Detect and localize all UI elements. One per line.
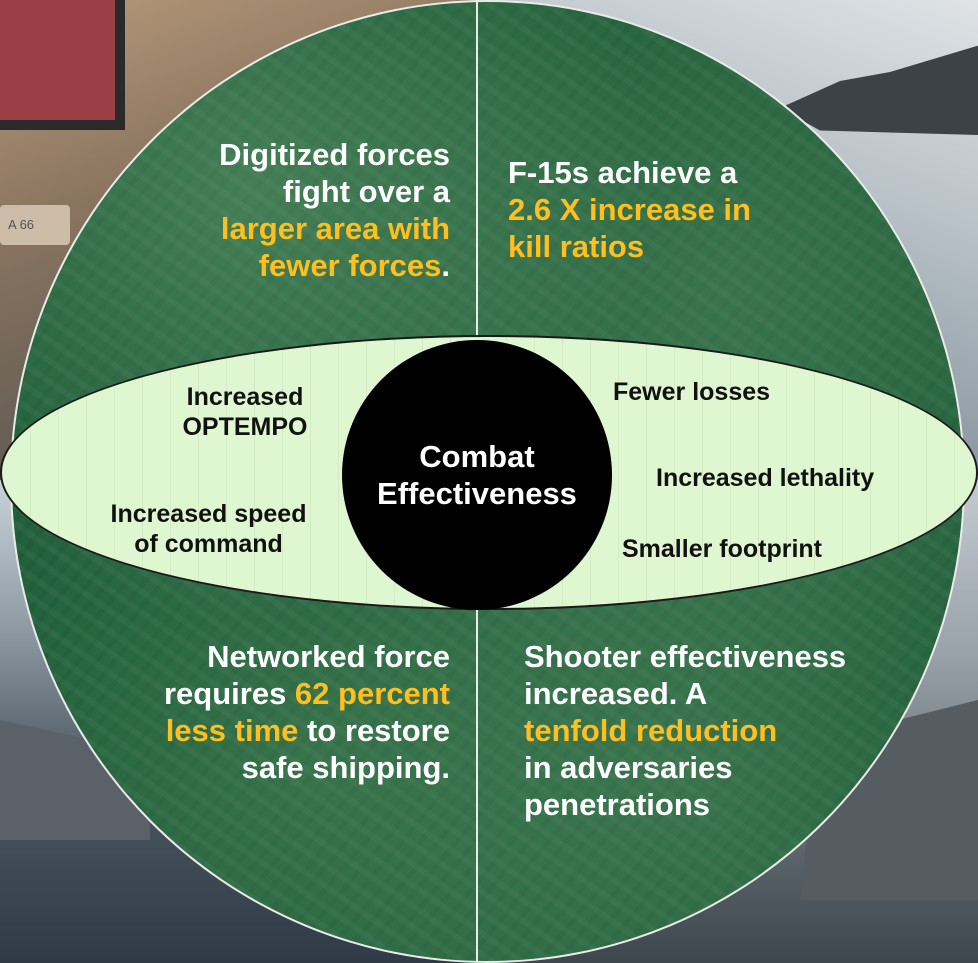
bl-line-3: to restore <box>298 713 450 748</box>
quadrant-bottom-right: Shooter effectiveness increased. A tenfo… <box>524 638 944 823</box>
bl-highlight-2: less time <box>165 713 299 748</box>
band-label-lethality: Increased lethality <box>656 464 875 492</box>
band-optempo-line-1: Increased <box>186 383 304 411</box>
br-line-4: penetrations <box>524 787 711 822</box>
tl-highlight-2: fewer forces <box>258 248 442 283</box>
monitor-image <box>0 0 125 130</box>
br-highlight-1: tenfold reduction <box>524 713 778 748</box>
band-label-fewer-losses: Fewer losses <box>613 378 771 406</box>
tr-line-1: F-15s achieve a <box>508 155 738 190</box>
quadrant-bottom-left: Networked force requires 62 percent less… <box>90 638 450 786</box>
tank-marking: A 66 <box>0 205 70 245</box>
band-label-footprint: Smaller footprint <box>622 535 823 563</box>
band-label-speed-of-command: Increased speed of command <box>76 499 341 559</box>
tr-highlight-1: 2.6 X increase in <box>508 192 751 227</box>
tank-marking-text: A 66 <box>8 217 35 232</box>
band-speed-line-1: Increased speed <box>110 500 307 528</box>
center-circle: Combat Effectiveness <box>342 340 612 610</box>
center-line-2: Effectiveness <box>377 476 577 511</box>
quadrant-top-right: F-15s achieve a 2.6 X increase in kill r… <box>508 154 838 265</box>
bl-line-2: requires <box>163 676 295 711</box>
tl-line-2: fight over a <box>282 174 450 209</box>
tr-highlight-2: kill ratios <box>508 229 645 264</box>
br-line-3: in adversaries <box>524 750 733 785</box>
band-optempo-line-2: OPTEMPO <box>182 413 308 441</box>
bl-highlight-1: 62 percent <box>294 676 450 711</box>
band-speed-line-2: of command <box>134 530 283 558</box>
tl-end: . <box>441 248 450 283</box>
bl-line-4: safe shipping. <box>241 750 450 785</box>
quadrant-top-left: Digitized forces fight over a larger are… <box>140 136 450 284</box>
bl-line-1: Networked force <box>207 639 450 674</box>
br-line-2: increased. A <box>524 676 708 711</box>
br-line-1: Shooter effectiveness <box>524 639 847 674</box>
band-label-optempo: Increased OPTEMPO <box>150 382 340 442</box>
center-line-1: Combat <box>419 439 535 474</box>
tl-line-1: Digitized forces <box>219 137 450 172</box>
tl-highlight-1: larger area with <box>220 211 450 246</box>
